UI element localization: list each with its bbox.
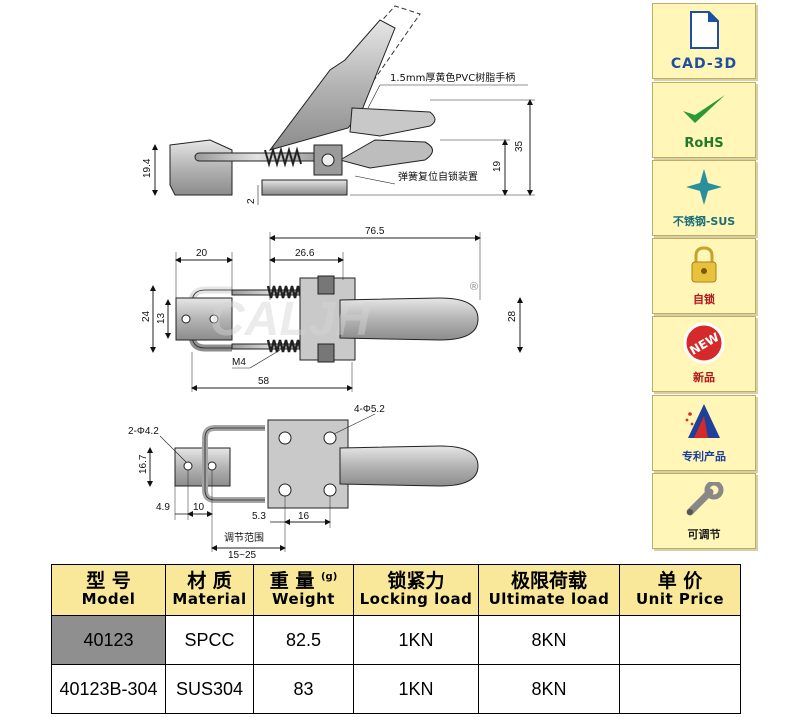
patent-icon: [653, 396, 755, 448]
table-row: 40123B-304 SUS304 83 1KN 8KN: [51, 664, 741, 714]
dim-gap: 2: [246, 198, 257, 204]
hook-rod: [194, 152, 321, 162]
table-row: 40123 SPCC 82.5 1KN 8KN: [51, 615, 741, 665]
badge-new[interactable]: NEW 新品: [652, 316, 756, 392]
pvc-handle: [349, 107, 436, 137]
side-view: 19.4 35 19 2 1.5mm厚黄色PVC树脂手柄 弹簧复位自锁装置: [142, 5, 535, 205]
cell-ultimate-load: 8KN: [478, 664, 620, 714]
wrench-icon: [653, 474, 755, 526]
cell-model: 40123: [51, 615, 166, 665]
dim-mount: 58: [258, 376, 270, 387]
cell-material: SUS304: [165, 664, 254, 714]
cell-unit-price: [619, 615, 741, 665]
dim-hook-width: 20: [196, 248, 208, 259]
spring-lower: [266, 339, 303, 353]
dim-outer-width: 24: [141, 310, 152, 322]
plate-view: 2-Φ4.2 4-Φ5.2 16.7 4.9 10 5.3 16 调节范围 15…: [128, 404, 479, 560]
dim-height-total: 35: [514, 140, 525, 152]
badge-rohs[interactable]: RoHS: [652, 82, 756, 158]
base-plate: [261, 179, 348, 196]
cell-weight: 83: [253, 664, 354, 714]
dim-adjust-range: 15~25: [228, 550, 257, 560]
watermark: CALJH: [210, 293, 371, 346]
dim-hole-large: 4-Φ5.2: [354, 404, 385, 415]
dim-edge: 4.9: [156, 502, 170, 513]
dim-height-mid: 19: [492, 160, 503, 172]
badge-cad-3d[interactable]: CAD-3D: [652, 3, 756, 79]
dim-pitch: 10: [193, 502, 205, 513]
dim-length: 76.5: [365, 226, 385, 237]
badge-label: 专利产品: [682, 450, 726, 463]
header-weight: 重 量 (g)Weight: [253, 564, 354, 616]
plate-handle: [339, 445, 479, 487]
spring-upper: [266, 285, 303, 299]
checkmark-icon: [653, 83, 755, 136]
badge-adjustable[interactable]: 可调节: [652, 473, 756, 549]
top-view: CALJH ® 76.5 20 26.6 24 13 28 58 M4: [141, 226, 523, 392]
cell-weight: 82.5: [253, 615, 354, 665]
pivot-pin: [321, 153, 335, 167]
badge-label: RoHS: [684, 136, 724, 151]
badge-label: 自锁: [693, 293, 715, 306]
dim-handle-width: 28: [507, 310, 518, 322]
badge-self-lock[interactable]: 自锁: [652, 238, 756, 314]
cad-file-icon: [653, 4, 755, 56]
badge-label: 不锈钢-SUS: [672, 215, 736, 228]
cell-locking-load: 1KN: [353, 664, 479, 714]
registered-mark: ®: [470, 281, 478, 293]
badge-label: 可调节: [687, 528, 721, 541]
base-left: [169, 139, 233, 196]
top-handle: [339, 297, 479, 341]
cell-material: SPCC: [165, 615, 254, 665]
badge-label: 新品: [693, 371, 715, 384]
dim-span: 16: [298, 511, 310, 522]
badge-label: CAD-3D: [670, 56, 738, 72]
dim-inner-width: 13: [156, 312, 167, 324]
dim-left-height: 19.4: [142, 158, 153, 178]
dim-pivot: 26.6: [295, 248, 315, 259]
cell-model: 40123B-304: [51, 664, 166, 714]
dim-offset: 5.3: [252, 511, 266, 522]
badge-stainless[interactable]: 不锈钢-SUS: [652, 160, 756, 236]
cell-unit-price: [619, 664, 741, 714]
sparkle-star-icon: [653, 161, 755, 213]
note-spring: 弹簧复位自锁装置: [398, 170, 478, 183]
spring: [264, 146, 302, 168]
note-handle: 1.5mm厚黄色PVC树脂手柄: [390, 71, 515, 84]
cell-ultimate-load: 8KN: [478, 615, 620, 665]
technical-drawing: 19.4 35 19 2 1.5mm厚黄色PVC树脂手柄 弹簧复位自锁装置 CA…: [128, 5, 535, 560]
padlock-icon: [653, 239, 755, 291]
badge-patent[interactable]: 专利产品: [652, 395, 756, 471]
dim-thread: M4: [232, 357, 246, 368]
dim-adjust-label: 调节范围: [224, 531, 264, 544]
lower-lever: [338, 139, 433, 169]
dim-hole-small: 2-Φ4.2: [128, 426, 159, 437]
dim-plate-height: 16.7: [138, 454, 149, 474]
new-product-icon: NEW: [653, 317, 755, 369]
cell-locking-load: 1KN: [353, 615, 479, 665]
